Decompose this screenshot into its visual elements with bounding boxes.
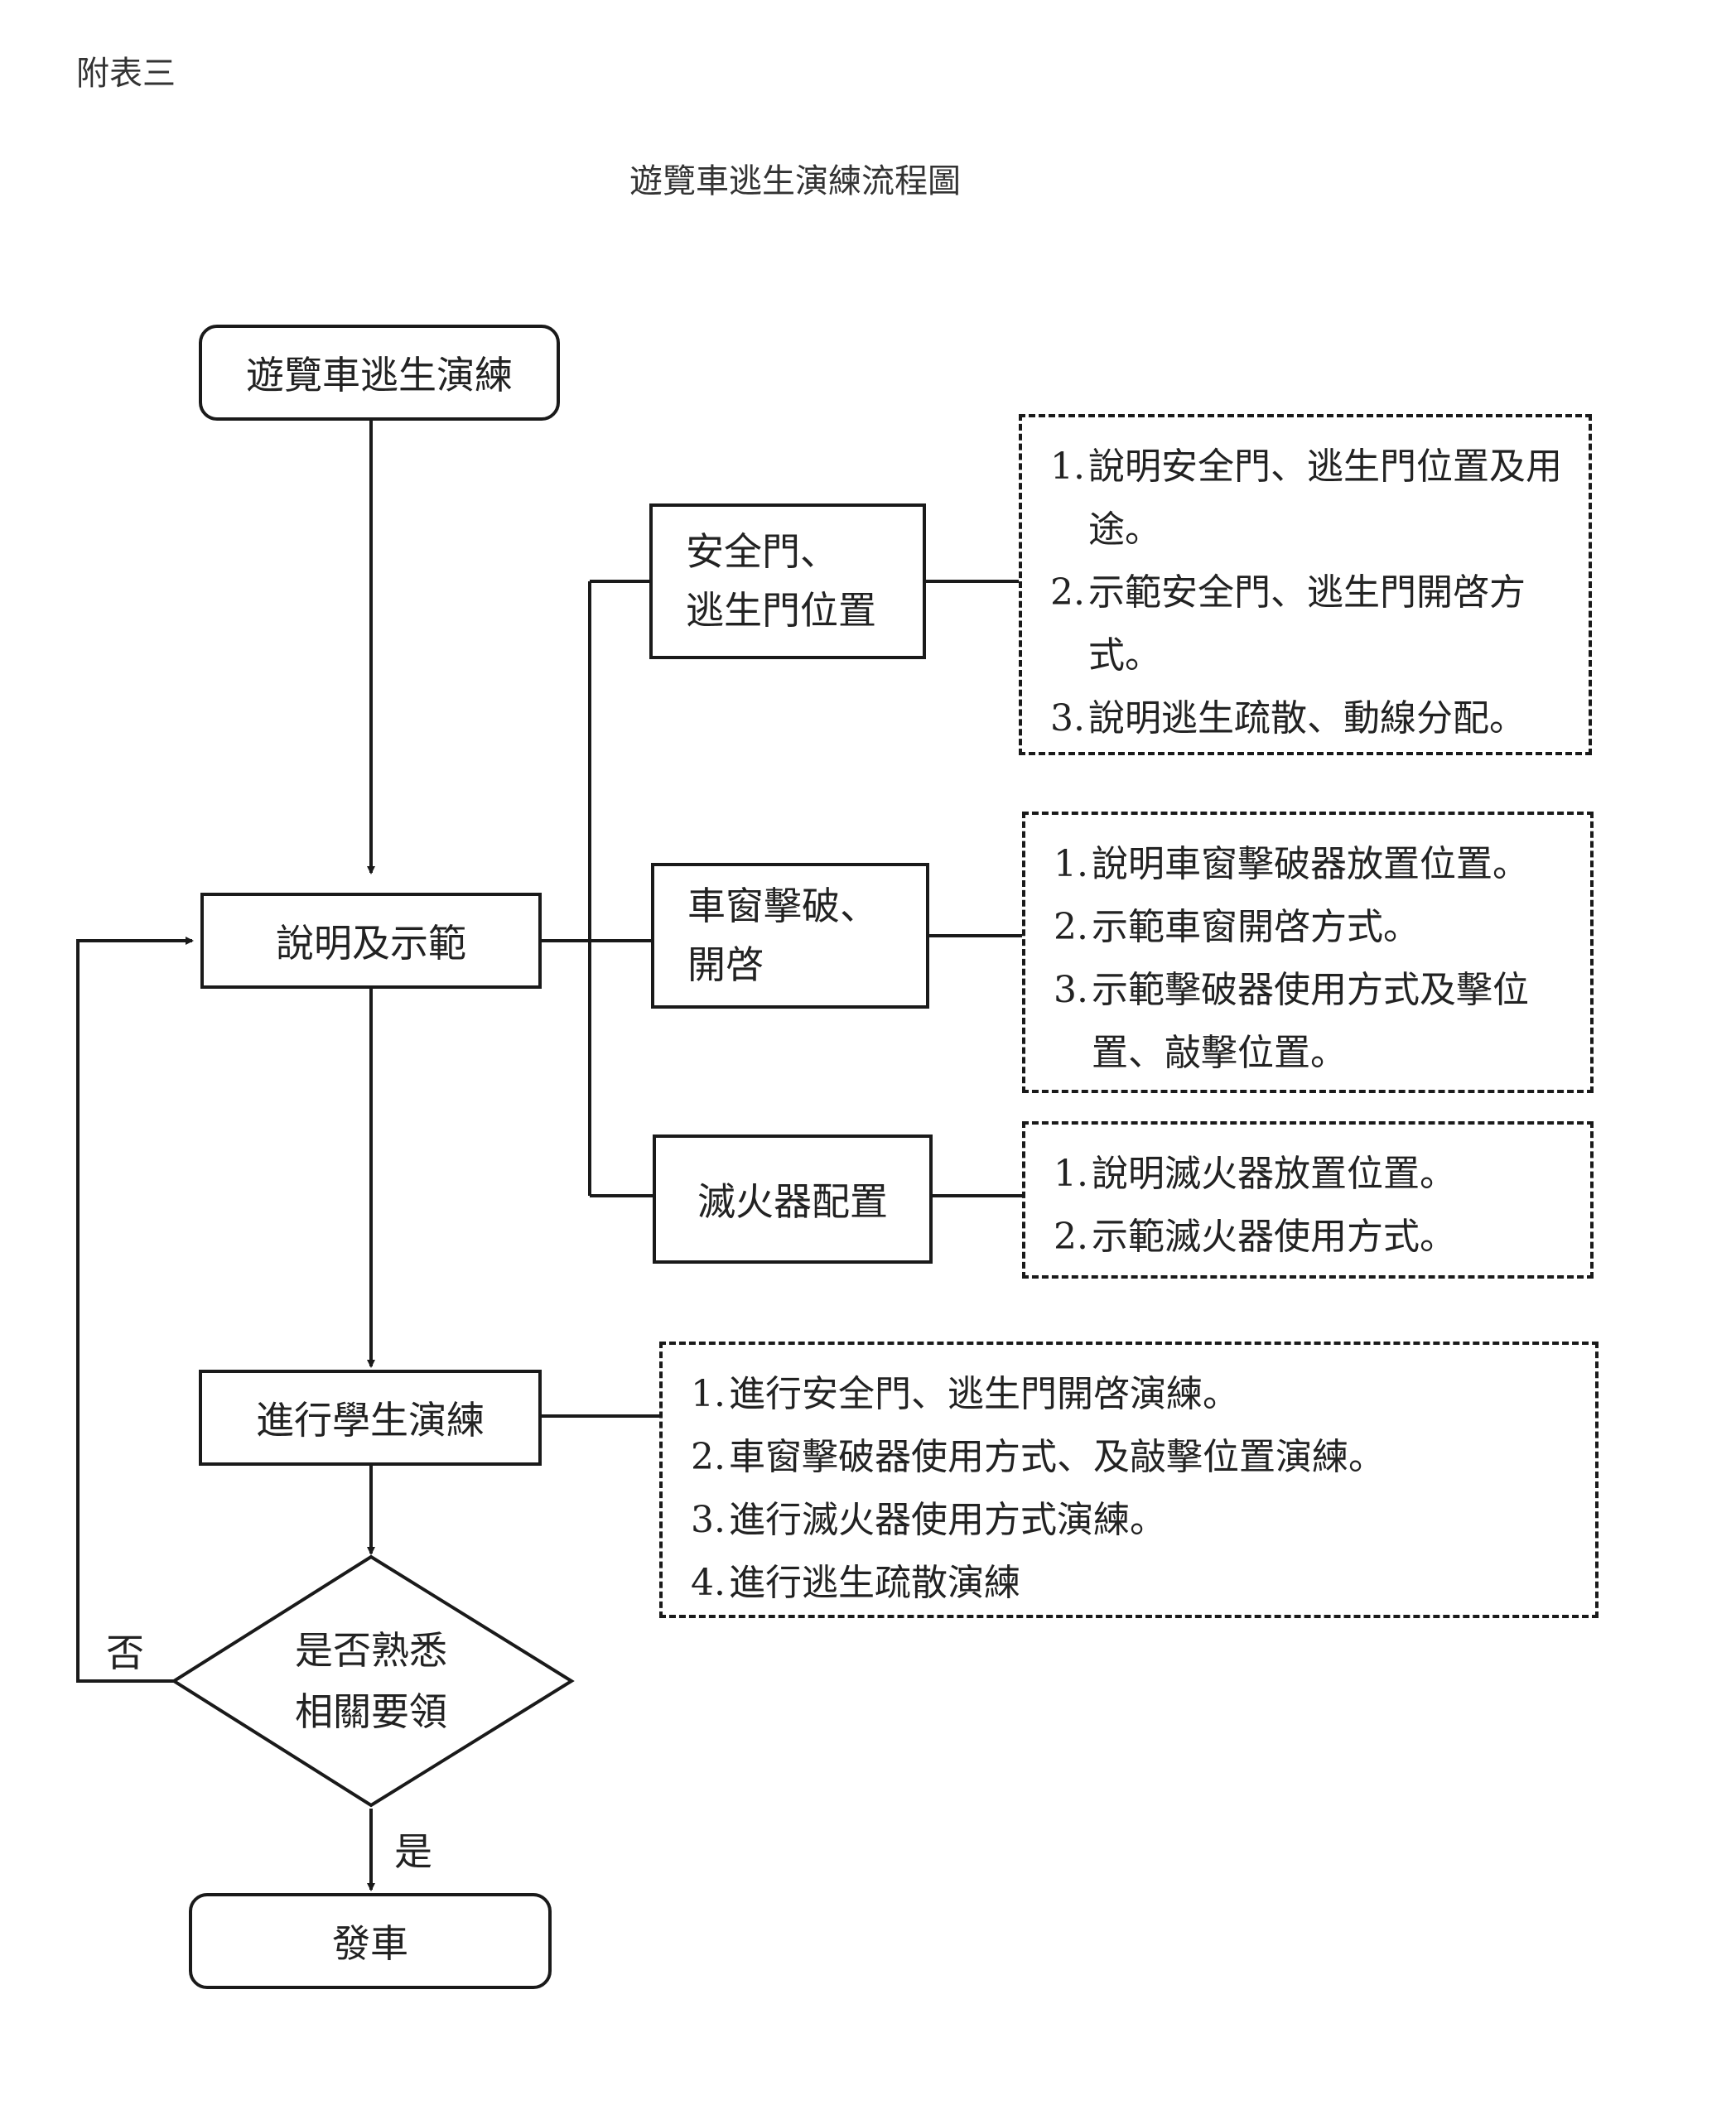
window-note: 1.說明車窗擊破器放置位置。 2.示範車窗開啓方式。 3.示範擊破器使用方式及擊… xyxy=(1022,812,1594,1093)
start-node: 遊覽車逃生演練 xyxy=(199,325,560,421)
practice-node-label: 進行學生演練 xyxy=(256,1398,485,1443)
decision-node-label: 是否熟悉 相關要領 xyxy=(248,1620,494,1742)
door-node-line1: 安全門、 xyxy=(686,528,838,574)
edge-label-no: 否 xyxy=(106,1631,144,1675)
window-note-item-cont: 置、敲擊位置。 xyxy=(1092,1032,1347,1074)
extinguisher-note-item: 2.示範滅火器使用方式。 xyxy=(1054,1216,1456,1258)
extinguisher-note-item: 1.說明滅火器放置位置。 xyxy=(1054,1153,1456,1195)
window-note-item: 1.說明車窗擊破器放置位置。 xyxy=(1054,843,1529,885)
window-node-line1: 車窗擊破、 xyxy=(687,883,878,928)
door-note-item: 2.示範安全門、逃生門開啓方 xyxy=(1050,571,1526,614)
practice-note-item: 1.進行安全門、逃生門開啓演練。 xyxy=(691,1373,1239,1415)
door-node: 安全門、 逃生門位置 xyxy=(649,503,926,659)
end-node-label: 發車 xyxy=(332,1921,408,1966)
window-note-item: 2.示範車窗開啓方式。 xyxy=(1054,906,1420,948)
start-node-label: 遊覽車逃生演練 xyxy=(246,353,513,397)
decision-diamond xyxy=(171,1554,575,1808)
decision-line1: 是否熟悉 xyxy=(295,1628,447,1673)
extinguisher-note: 1.說明滅火器放置位置。 2.示範滅火器使用方式。 xyxy=(1022,1121,1594,1279)
diagram-title: 遊覽車逃生演練流程圖 xyxy=(629,162,961,200)
extinguisher-node: 滅火器配置 xyxy=(653,1134,933,1264)
door-note-item: 3.說明逃生疏散、動線分配。 xyxy=(1050,697,1526,739)
door-node-line2: 逃生門位置 xyxy=(686,588,876,633)
explain-node: 說明及示範 xyxy=(200,893,542,989)
door-note: 1.說明安全門、逃生門位置及用 途。 2.示範安全門、逃生門開啓方 式。 3.說… xyxy=(1019,414,1592,755)
decision-line2: 相關要領 xyxy=(295,1689,447,1734)
arrow-no-loop xyxy=(76,937,194,1683)
explain-node-label: 說明及示範 xyxy=(276,921,466,966)
door-note-item-cont: 式。 xyxy=(1088,634,1161,677)
window-node-line2: 開啓 xyxy=(687,942,764,987)
practice-note-item: 4.進行逃生疏散演練 xyxy=(691,1562,1020,1604)
window-node: 車窗擊破、 開啓 xyxy=(651,863,929,1009)
window-note-item: 3.示範擊破器使用方式及擊位 xyxy=(1054,969,1529,1011)
practice-note: 1.進行安全門、逃生門開啓演練。 2.車窗擊破器使用方式、及敲擊位置演練。 3.… xyxy=(659,1342,1599,1618)
door-note-item-cont: 途。 xyxy=(1088,508,1161,551)
end-node: 發車 xyxy=(189,1893,552,1989)
door-note-item: 1.說明安全門、逃生門位置及用 xyxy=(1050,446,1562,488)
edge-label-yes: 是 xyxy=(394,1829,432,1874)
practice-note-item: 3.進行滅火器使用方式演練。 xyxy=(691,1499,1166,1541)
practice-node: 進行學生演練 xyxy=(199,1370,542,1466)
practice-note-item: 2.車窗擊破器使用方式、及敲擊位置演練。 xyxy=(691,1436,1385,1478)
extinguisher-node-label: 滅火器配置 xyxy=(697,1179,888,1224)
appendix-label: 附表三 xyxy=(76,55,176,93)
